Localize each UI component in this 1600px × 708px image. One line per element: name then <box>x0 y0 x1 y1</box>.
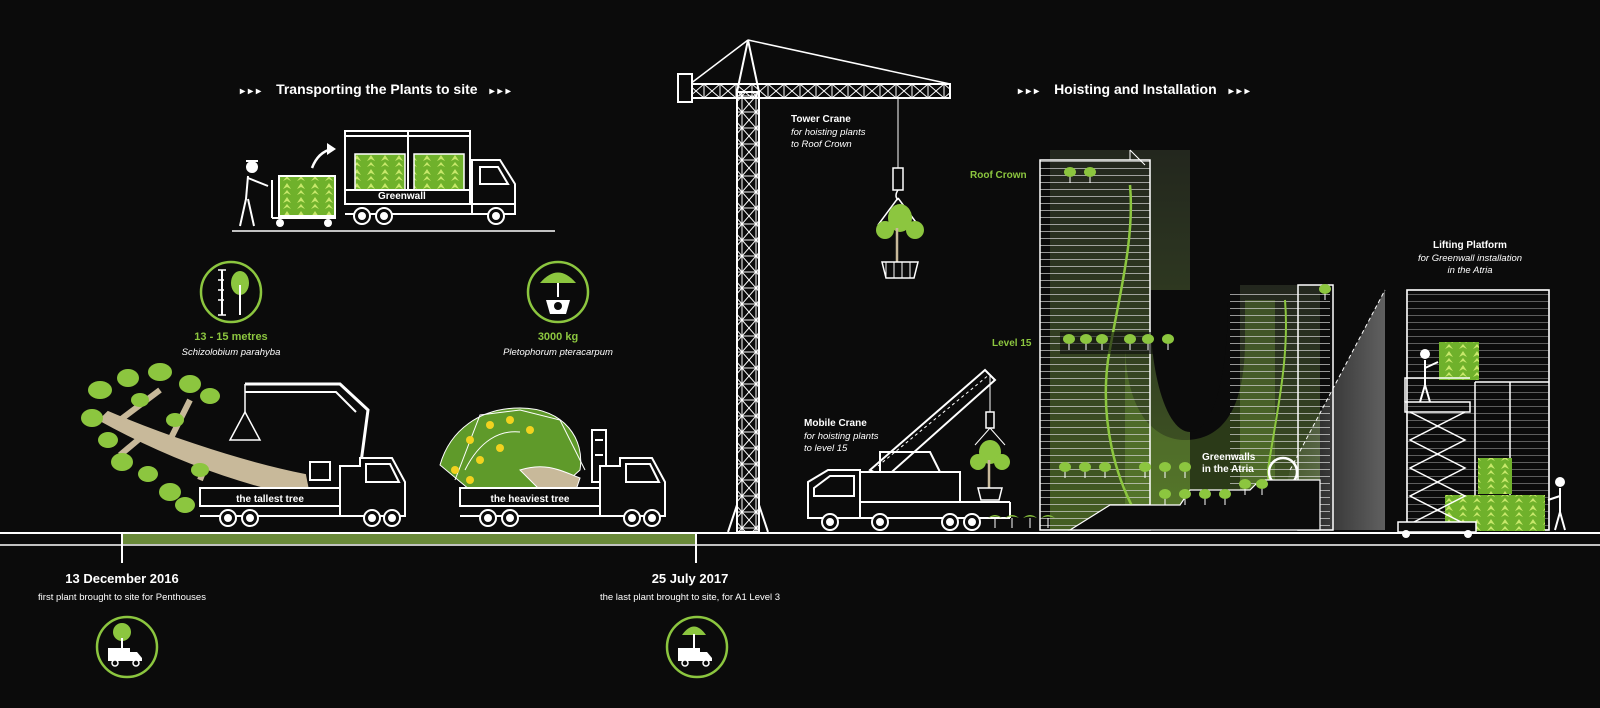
mobile-crane-desc-1: for hoisting plants <box>804 431 879 442</box>
tallest-tree-species: Schizolobium parahyba <box>181 347 281 358</box>
tower-crane <box>677 39 951 533</box>
heaviest-tree-truck <box>439 407 666 527</box>
tallest-tree-size: 13 - 15 metres <box>194 331 268 343</box>
heaviest-tree-weight: 3000 kg <box>537 331 579 343</box>
tree-height-icon <box>199 260 263 324</box>
timeline-end-desc: the last plant brought to site, for A1 L… <box>599 592 781 603</box>
level-15-label: Level 15 <box>992 338 1032 349</box>
timeline-start-desc: first plant brought to site for Penthous… <box>38 592 206 603</box>
roof-crown-label: Roof Crown <box>970 170 1027 181</box>
timeline-period-bar <box>122 534 696 544</box>
tower-crane-desc-2: to Roof Crown <box>791 139 852 150</box>
header-hoisting: ▸▸▸ Hoisting and Installation ▸▸▸ <box>1006 81 1265 97</box>
greenwalls-atria-label-2: in the Atria <box>1202 464 1254 475</box>
mobile-crane-desc-2: to level 15 <box>804 443 848 454</box>
arrows-icon: ▸▸▸ <box>1018 86 1043 97</box>
timeline-end-date: 25 July 2017 <box>651 571 729 586</box>
tree-foliage <box>81 363 220 513</box>
greenwall-panel <box>1439 342 1479 380</box>
tree-weight-icon <box>526 260 590 324</box>
greenwall-panel <box>1478 458 1512 494</box>
worker-icon <box>239 160 269 227</box>
mobile-crane-title: Mobile Crane <box>804 418 867 429</box>
tallest-tree-truck <box>81 363 406 527</box>
mobile-crane <box>807 368 1011 531</box>
arrows-icon: ▸▸▸ <box>240 86 265 97</box>
tallest-tree-truck-label: the tallest tree <box>236 494 304 505</box>
start-delivery-icon <box>95 615 159 679</box>
lifting-platform-desc-1: for Greenwall installation <box>1417 253 1523 264</box>
hoisted-tree-tower-crane <box>876 204 924 279</box>
tower-crane-desc-1: for hoisting plants <box>791 127 866 138</box>
heaviest-tree-species: Pletophorum pteracarpum <box>503 347 613 358</box>
hoisted-tree-mobile-crane <box>970 440 1010 501</box>
lifting-platform-scene <box>1397 289 1566 538</box>
tree-trunk <box>98 410 310 492</box>
lifting-platform-desc-2: in the Atria <box>1447 265 1493 276</box>
heaviest-tree-truck-label: the heaviest tree <box>490 494 570 505</box>
lifting-platform-title: Lifting Platform <box>1433 240 1507 251</box>
greenwall-delivery-scene <box>232 130 555 232</box>
tower-crane-title: Tower Crane <box>791 114 851 125</box>
header-hoisting-text: Hoisting and Installation <box>1054 81 1217 97</box>
arrows-icon: ▸▸▸ <box>489 86 514 97</box>
timeline-start-date: 13 December 2016 <box>65 571 179 586</box>
timeline <box>0 532 1600 563</box>
greenwalls-atria-label-1: Greenwalls <box>1202 452 1256 463</box>
header-transport-text: Transporting the Plants to site <box>276 81 478 97</box>
greenwall-panel-trolley <box>278 175 336 217</box>
header-transport: ▸▸▸ Transporting the Plants to site ▸▸▸ <box>228 81 526 97</box>
end-delivery-icon <box>665 615 729 679</box>
arrows-icon: ▸▸▸ <box>1228 86 1253 97</box>
greenwall-truck-label: Greenwall <box>378 191 426 202</box>
